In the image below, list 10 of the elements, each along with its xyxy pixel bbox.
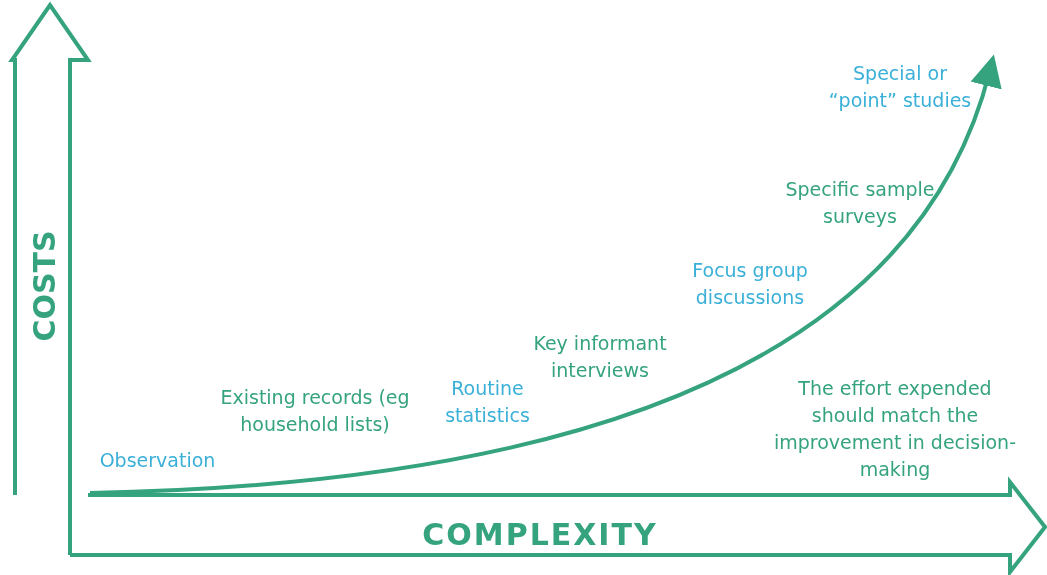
method-label: Existing records (eg household lists) (220, 385, 410, 437)
axis-title: COSTS (26, 229, 63, 344)
method-label: Specific sample surveys (784, 177, 936, 229)
method-label: Key informant interviews (532, 331, 668, 383)
method-label: Special or “point” studies (827, 61, 973, 113)
method-label: Observation (98, 448, 217, 473)
method-label: Focus group discussions (691, 258, 809, 310)
note-text: The effort expended should match the improvement in decision-making (772, 376, 1018, 482)
axis-title: COMPLEXITY (421, 516, 659, 554)
method-label: Routine statistics (444, 376, 531, 428)
